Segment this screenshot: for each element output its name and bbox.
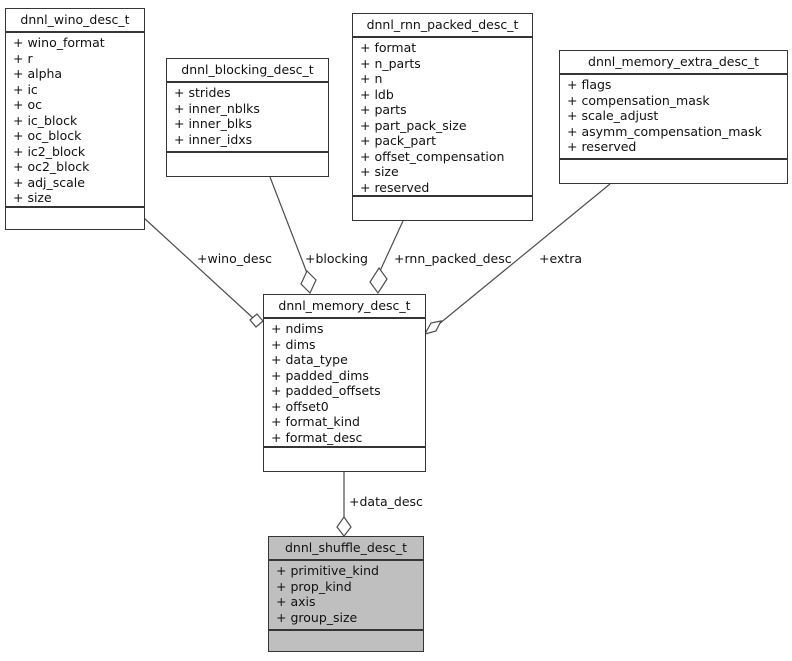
field: + parts bbox=[360, 102, 407, 117]
aggregation-diamond-blocking bbox=[300, 269, 317, 295]
field: + adj_scale bbox=[13, 174, 85, 190]
class-methods-empty bbox=[264, 448, 425, 471]
class-title: dnnl_memory_desc_t bbox=[264, 295, 425, 319]
field: + reserved bbox=[567, 139, 637, 154]
class-methods-empty bbox=[353, 197, 532, 220]
class-fields: + wino_format + r + alpha + ic + oc + ic… bbox=[6, 33, 144, 208]
field: + ic_block bbox=[13, 112, 78, 128]
field: + oc_block bbox=[13, 128, 82, 143]
edge-blocking-line bbox=[269, 176, 308, 274]
class-node-dnnl-shuffle-desc[interactable]: dnnl_shuffle_desc_t + primitive_kind + p… bbox=[268, 536, 424, 652]
field: + oc bbox=[13, 97, 42, 112]
field: + format_desc bbox=[271, 429, 363, 445]
field: + prop_kind bbox=[276, 578, 352, 594]
class-fields: + primitive_kind + prop_kind + axis + gr… bbox=[269, 561, 423, 631]
class-node-dnnl-memory-extra-desc[interactable]: dnnl_memory_extra_desc_t + flags + compe… bbox=[559, 50, 788, 184]
field: + ic2_block bbox=[13, 143, 86, 159]
aggregation-diamond-data-desc bbox=[336, 515, 352, 537]
class-title: dnnl_wino_desc_t bbox=[6, 9, 144, 33]
edge-extra-line bbox=[438, 183, 611, 325]
class-title: dnnl_memory_extra_desc_t bbox=[560, 51, 787, 75]
class-fields: + ndims + dims + data_type + padded_dims… bbox=[264, 319, 425, 448]
field: + reserved bbox=[360, 179, 430, 195]
class-title: dnnl_shuffle_desc_t bbox=[269, 537, 423, 561]
field: + size bbox=[360, 164, 399, 179]
class-node-dnnl-blocking-desc[interactable]: dnnl_blocking_desc_t + strides + inner_n… bbox=[166, 58, 329, 177]
field: + size bbox=[13, 190, 52, 205]
field: + n bbox=[360, 71, 383, 86]
field: + inner_blks bbox=[174, 116, 253, 131]
field: + primitive_kind bbox=[276, 563, 379, 578]
field: + strides bbox=[174, 85, 231, 100]
field: + asymm_compensation_mask bbox=[567, 123, 762, 139]
edge-label-rnn-packed-desc: +rnn_packed_desc bbox=[394, 251, 512, 266]
edge-rnn-packed-desc-line bbox=[379, 220, 404, 272]
field: + r bbox=[13, 50, 33, 66]
edge-label-extra: +extra bbox=[539, 251, 583, 266]
class-methods-empty bbox=[269, 631, 423, 651]
class-methods-empty bbox=[6, 208, 144, 230]
class-node-dnnl-rnn-packed-desc[interactable]: dnnl_rnn_packed_desc_t + format + n_part… bbox=[352, 13, 533, 221]
field: + padded_offsets bbox=[271, 383, 381, 398]
field: + ndims bbox=[271, 321, 324, 336]
class-title: dnnl_blocking_desc_t bbox=[167, 59, 328, 83]
field: + group_size bbox=[276, 609, 358, 625]
aggregation-diamond-extra bbox=[423, 320, 443, 335]
field: + n_parts bbox=[360, 55, 421, 71]
field: + flags bbox=[567, 77, 612, 92]
edge-label-wino-desc: +wino_desc bbox=[197, 251, 272, 266]
field: + data_type bbox=[271, 352, 348, 367]
field: + part_pack_size bbox=[360, 117, 467, 133]
field: + inner_nblks bbox=[174, 100, 260, 116]
field: + wino_format bbox=[13, 35, 105, 50]
field: + oc2_block bbox=[13, 159, 90, 174]
field: + compensation_mask bbox=[567, 92, 710, 108]
field: + ic bbox=[13, 81, 38, 97]
field: + ldb bbox=[360, 86, 394, 102]
class-node-dnnl-memory-desc[interactable]: dnnl_memory_desc_t + ndims + dims + data… bbox=[263, 294, 426, 472]
field: + inner_idxs bbox=[174, 131, 253, 147]
field: + scale_adjust bbox=[567, 108, 659, 123]
field: + offset_compensation bbox=[360, 148, 505, 164]
aggregation-diamond-rnn-packed-desc bbox=[369, 266, 388, 295]
edge-wino-desc-line bbox=[143, 217, 254, 319]
field: + format bbox=[360, 40, 417, 55]
field: + axis bbox=[276, 594, 316, 609]
class-methods-empty bbox=[560, 160, 787, 183]
class-fields: + flags + compensation_mask + scale_adju… bbox=[560, 75, 787, 160]
field: + dims bbox=[271, 336, 316, 352]
field: + padded_dims bbox=[271, 367, 369, 383]
class-fields: + strides + inner_nblks + inner_blks + i… bbox=[167, 83, 328, 153]
class-node-dnnl-wino-desc[interactable]: dnnl_wino_desc_t + wino_format + r + alp… bbox=[5, 8, 145, 230]
edge-label-data-desc: +data_desc bbox=[349, 494, 423, 509]
class-title: dnnl_rnn_packed_desc_t bbox=[353, 14, 532, 38]
field: + pack_part bbox=[360, 133, 437, 148]
field: + alpha bbox=[13, 66, 63, 81]
field: + format_kind bbox=[271, 414, 360, 429]
field: + offset0 bbox=[271, 398, 329, 414]
edge-label-blocking: +blocking bbox=[305, 251, 368, 266]
class-methods-empty bbox=[167, 153, 328, 176]
aggregation-diamond-wino-desc bbox=[249, 313, 264, 328]
class-fields: + format + n_parts + n + ldb + parts + p… bbox=[353, 38, 532, 197]
